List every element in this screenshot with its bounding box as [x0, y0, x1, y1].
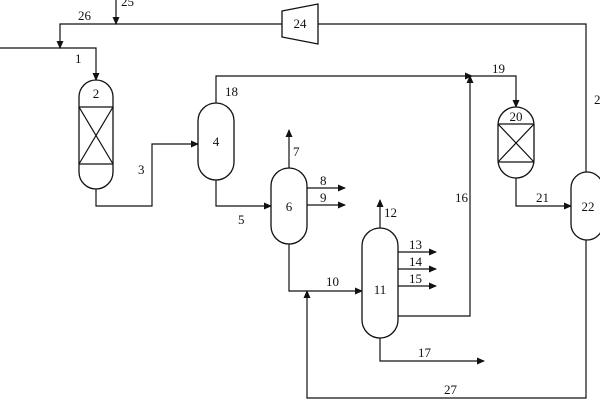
stream-label-13: 13	[409, 237, 422, 252]
stream-line-3	[95, 140, 199, 207]
separator-4	[197, 102, 235, 181]
stream-label-12: 12	[384, 205, 397, 220]
stream-line-19	[472, 75, 520, 108]
stream-label-18: 18	[225, 84, 238, 99]
stream-label-15: 15	[409, 271, 422, 286]
stream-line-feed	[0, 47, 100, 81]
stream-line-17	[379, 338, 485, 365]
separator-6	[270, 167, 308, 245]
stream-label-7: 7	[293, 144, 300, 159]
stream-label-14: 14	[409, 254, 423, 269]
separator-6-label: 6	[286, 199, 293, 214]
stream-line-10	[288, 244, 363, 295]
stream-label-3: 3	[138, 162, 145, 177]
compressor-24-label: 24	[294, 16, 308, 31]
stream-line-16	[398, 75, 474, 317]
separator-4-label: 4	[213, 134, 220, 149]
stream-label-19: 19	[492, 61, 505, 76]
separator-22	[570, 171, 600, 241]
stream-label-25: 25	[121, 0, 134, 9]
stream-line-26	[56, 23, 282, 49]
stream-line-27	[303, 240, 587, 399]
reactor-2-label: 2	[93, 86, 100, 101]
stream-label-27: 27	[444, 382, 458, 397]
reactor-20-label: 20	[510, 109, 523, 124]
column-11-label: 11	[374, 282, 387, 297]
column-11	[361, 227, 399, 339]
stream-line-21	[515, 178, 572, 210]
stream-label-9: 9	[320, 190, 327, 205]
separator-22-label: 22	[582, 199, 595, 214]
stream-label-21: 21	[536, 190, 549, 205]
stream-label-5: 5	[238, 212, 245, 227]
reactor-20	[497, 106, 535, 179]
stream-line-23	[318, 23, 587, 172]
stream-label-17: 17	[418, 345, 432, 360]
compressor-24	[281, 3, 319, 45]
stream-label-10: 10	[326, 274, 339, 289]
stream-label-1: 1	[75, 51, 82, 66]
stream-label-8: 8	[320, 173, 327, 188]
stream-label-26: 26	[78, 8, 92, 23]
stream-label-16: 16	[455, 190, 469, 205]
stream-line-5	[215, 180, 272, 210]
stream-label-23: 2	[594, 92, 600, 107]
stream-line-18	[215, 72, 473, 103]
reactor-2	[78, 79, 114, 190]
